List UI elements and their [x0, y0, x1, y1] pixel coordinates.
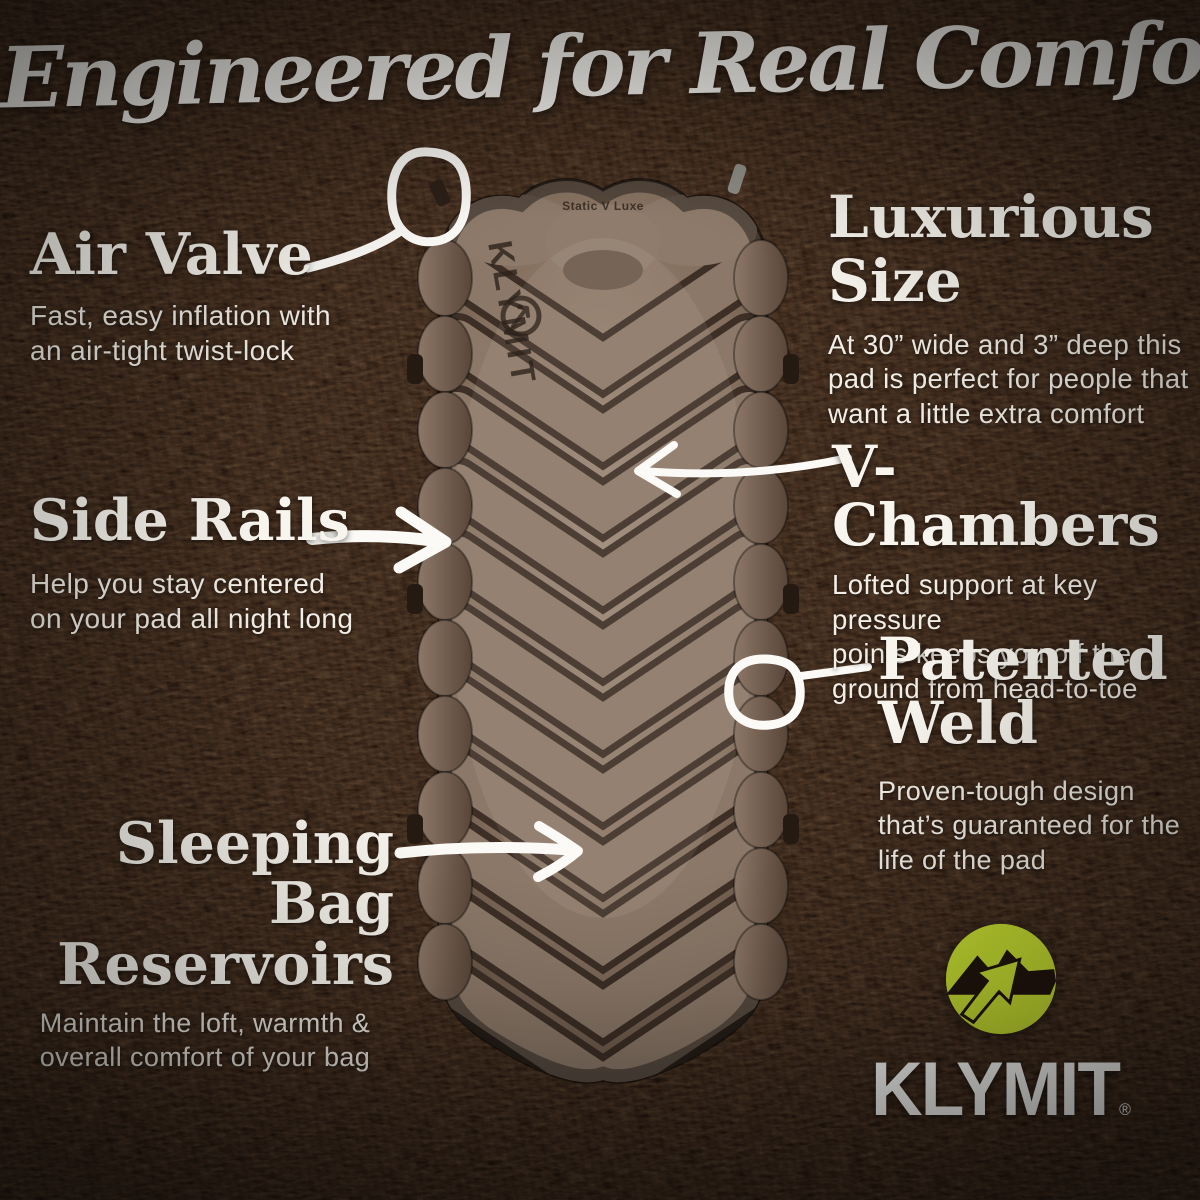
patented-weld-description-line: that’s guaranteed for the: [878, 808, 1200, 843]
air-valve-hardware: [727, 163, 747, 195]
v-chambers-heading: V-Chambers: [832, 438, 1200, 554]
v-chambers-description: Lofted support at key pressure points ke…: [832, 568, 1200, 707]
air-valve-description-line: an air-tight twist-lock: [30, 334, 331, 369]
sleeping-bag-reservoirs-description: Maintain the loft, warmth & overall comf…: [16, 1007, 394, 1074]
heading-line: Reservoirs: [16, 934, 394, 995]
luxurious-size-description-line: At 30” wide and 3” deep this: [828, 328, 1198, 363]
heading-line: Luxurious: [828, 185, 1198, 250]
klymit-wordmark: KLYMIT®: [865, 1052, 1138, 1128]
callout-patented-weld: Patented Weld Proven-tough design that’s…: [878, 627, 1200, 878]
luxurious-size-heading: Luxurious Size: [828, 185, 1198, 314]
side-rails-description-line: Help you stay centered: [30, 567, 353, 602]
callout-side-rails: Side Rails Help you stay centered on you…: [30, 492, 353, 636]
luxurious-size-description: At 30” wide and 3” deep this pad is perf…: [828, 328, 1198, 432]
side-rails: [417, 239, 789, 1001]
pad-model-label: Static V Luxe: [562, 199, 644, 213]
sleeping-bag-description-line: overall comfort of your bag: [16, 1041, 394, 1074]
callout-luxurious-size: Luxurious Size At 30” wide and 3” deep t…: [828, 185, 1198, 432]
pad-brand-logo-print: [500, 295, 542, 337]
klymit-mountain-arrow-logo-icon: [945, 923, 1057, 1035]
air-valve-description-line: Fast, easy inflation with: [30, 299, 331, 334]
air-valve-heading: Air Valve: [30, 226, 331, 283]
brand-name: KLYMIT: [871, 1047, 1121, 1132]
luxurious-size-description-line: pad is perfect for people that: [828, 362, 1198, 397]
side-rails-description: Help you stay centered on your pad all n…: [30, 567, 353, 636]
patented-weld-heading: Patented Weld: [878, 627, 1200, 756]
callout-air-valve: Air Valve Fast, easy inflation with an a…: [30, 226, 331, 368]
sleeping-pad-photo: Static V Luxe KLYMIT: [407, 163, 799, 1086]
side-rails-heading: Side Rails: [30, 492, 353, 549]
heading-line: Sleeping Bag: [16, 813, 394, 935]
sleeping-bag-description-line: Maintain the loft, warmth &: [16, 1007, 394, 1040]
air-valve-description: Fast, easy inflation with an air-tight t…: [30, 299, 331, 368]
heading-line: Size: [828, 249, 1198, 314]
sleeping-bag-reservoirs-heading: Sleeping Bag Reservoirs: [16, 813, 394, 995]
pillow-dip: [563, 250, 643, 290]
klymit-brand-block: KLYMIT®: [856, 920, 1146, 1128]
luxurious-size-description-line: want a little extra comfort: [828, 397, 1198, 432]
callout-sleeping-bag-reservoirs: Sleeping Bag Reservoirs Maintain the lof…: [16, 813, 394, 1074]
v-chambers-description-line: Lofted support at key pressure: [832, 568, 1200, 637]
registered-trademark-symbol: ®: [1119, 1100, 1131, 1119]
v-chamber-tubes: [439, 180, 767, 1086]
v-chambers-description-line: points keeps you off the: [832, 637, 1200, 672]
heading-line: Patented: [878, 627, 1200, 692]
patented-weld-description-line: Proven-tough design: [878, 774, 1200, 809]
tie-down-tabs: [407, 354, 799, 844]
v-chambers-description-line: ground from head-to-toe: [832, 672, 1200, 707]
callout-v-chambers: V-Chambers Lofted support at key pressur…: [832, 438, 1200, 707]
patented-weld-description-line: life of the pad: [878, 843, 1200, 878]
heading-line: Weld: [878, 691, 1200, 756]
patented-weld-description: Proven-tough design that’s guaranteed fo…: [878, 774, 1200, 878]
side-rails-description-line: on your pad all night long: [30, 602, 353, 637]
